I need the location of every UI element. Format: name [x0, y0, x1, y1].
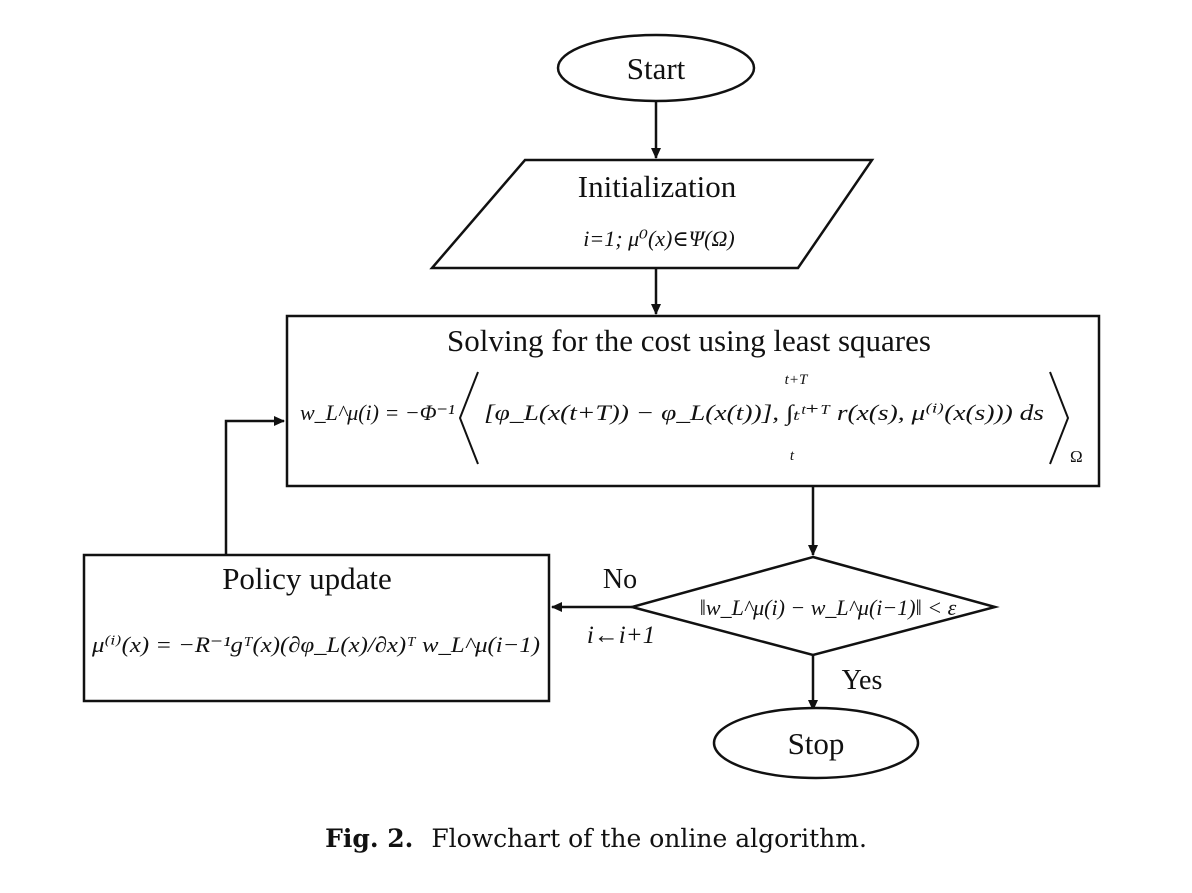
solve-cost-box — [285, 314, 1101, 488]
initialization-formula: i=1; μ⁰(x)∈Ψ(Ω) — [583, 226, 734, 251]
initialization-box — [429, 158, 875, 270]
increment-label: i←i+1 — [587, 622, 655, 649]
stop-terminal — [712, 706, 920, 780]
policy-update-box — [82, 553, 551, 703]
stop-label: Stop — [788, 726, 845, 761]
policy-update-title: Policy update — [222, 561, 392, 596]
integral-lower-limit: t — [790, 448, 795, 464]
solve-formula-body: [φ_L(x(t+T)) − φ_L(x(t))], ∫ₜᵗ⁺ᵀ r(x(s),… — [484, 400, 1044, 426]
policy-update-formula: μ⁽ⁱ⁾(x) = −R⁻¹gᵀ(x)(∂φ_L(x)/∂x)ᵀ w_L^μ(i… — [91, 632, 540, 657]
start-label: Start — [627, 51, 686, 86]
integral-upper-limit: t+T — [785, 372, 809, 388]
solve-cost-title: Solving for the cost using least squares — [447, 323, 931, 358]
no-label: No — [603, 564, 637, 595]
yes-label: Yes — [842, 665, 883, 696]
solve-formula-lhs: w_L^μ(i) = −Φ⁻¹ — [300, 400, 455, 425]
arrow-policy-to-solve — [224, 416, 285, 555]
right-angle-bracket — [1049, 371, 1070, 465]
initialization-title: Initialization — [578, 169, 737, 204]
caption-label: Fig. 2. — [325, 824, 414, 853]
solve-formula-subscript: Ω — [1070, 447, 1083, 466]
caption-text: Flowchart of the online algorithm. — [431, 824, 867, 853]
left-angle-bracket — [458, 371, 479, 465]
decision-formula: ‖w_L^μ(i) − w_L^μ(i−1)‖ < ε — [700, 595, 957, 620]
figure-caption: Fig. 2. Flowchart of the online algorithm… — [0, 824, 1192, 853]
